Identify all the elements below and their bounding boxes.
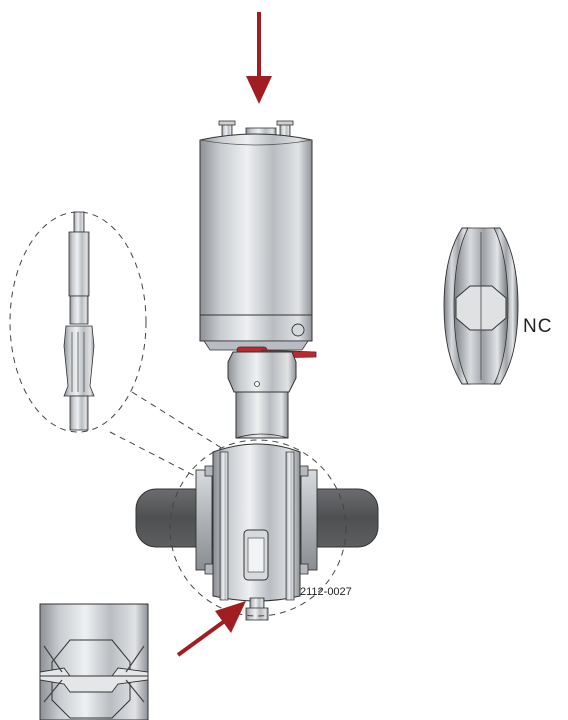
down-arrow-icon xyxy=(246,12,272,104)
disc-detail-box xyxy=(39,603,149,720)
actuator xyxy=(199,120,313,351)
yoke-bracket xyxy=(227,351,297,439)
valve-detail-circle xyxy=(169,439,347,617)
disc-nc-view xyxy=(443,227,519,385)
position-label: NC xyxy=(523,316,553,337)
shaft-detail-callout xyxy=(9,211,147,433)
drawing-number: 2112-0027 xyxy=(300,586,352,598)
valve-body xyxy=(195,443,318,621)
diagonal-arrow-icon xyxy=(176,601,246,657)
